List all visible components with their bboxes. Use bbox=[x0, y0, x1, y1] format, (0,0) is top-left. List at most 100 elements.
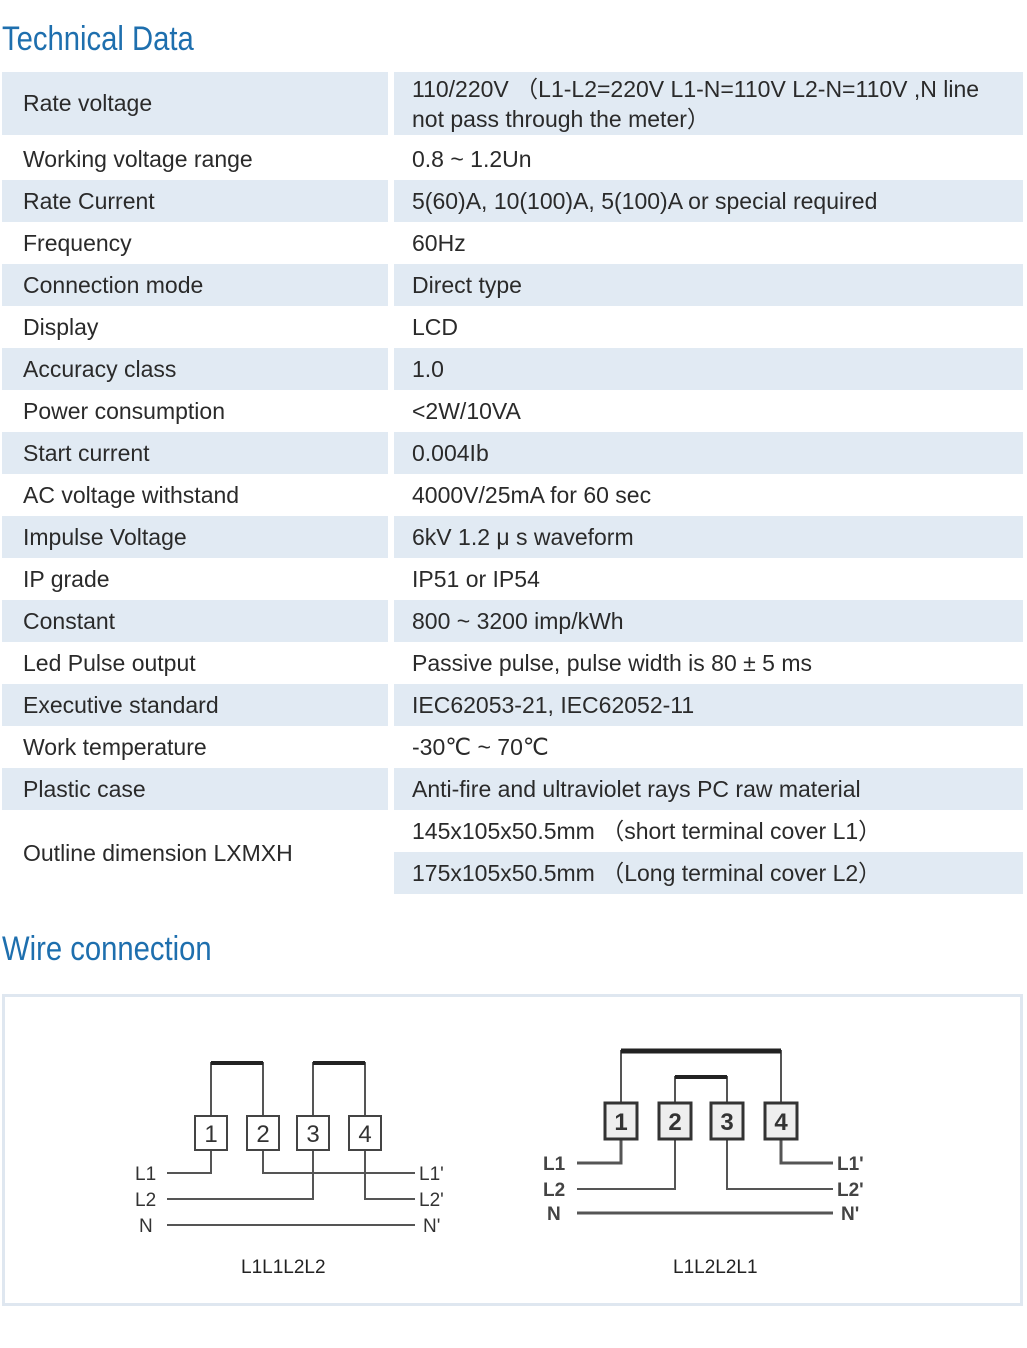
spec-value: Anti-fire and ultraviolet rays PC raw ma… bbox=[394, 768, 1023, 810]
terminal-number: 2 bbox=[256, 1121, 269, 1148]
spec-value: 6kV 1.2 μ s waveform bbox=[394, 516, 1023, 558]
diagram-caption: L1L2L2L1 bbox=[673, 1257, 758, 1278]
spec-label: Work temperature bbox=[23, 733, 207, 760]
spec-value: 800 ~ 3200 imp/kWh bbox=[394, 600, 1023, 642]
spec-value: LCD bbox=[412, 314, 459, 340]
spec-label: Connection mode bbox=[2, 264, 388, 306]
table-row: Accuracy class 1.0 bbox=[2, 348, 1023, 390]
spec-label: Outline dimension LXMXH bbox=[23, 839, 293, 866]
table-row: Connection mode Direct type bbox=[2, 264, 1023, 306]
spec-label: Rate voltage bbox=[2, 72, 388, 135]
table-row: Outline dimension LXMXH 145x105x50.5mm （… bbox=[2, 810, 1023, 896]
terminal-number: 4 bbox=[774, 1109, 788, 1136]
terminal-box bbox=[348, 1115, 382, 1151]
wire-l2-in bbox=[577, 1139, 676, 1190]
table-row: Working voltage range 0.8 ~ 1.2Un bbox=[2, 138, 1023, 180]
table-row: Power consumption <2W/10VA bbox=[2, 390, 1023, 432]
technical-data-title: Technical Data bbox=[2, 20, 194, 58]
spec-label: Impulse Voltage bbox=[2, 516, 388, 558]
input-label: L2 bbox=[135, 1190, 156, 1211]
technical-data-table: Rate voltage 110/220V （L1-L2=220V L1-N=1… bbox=[2, 72, 1023, 896]
table-row: Led Pulse output Passive pulse, pulse wi… bbox=[2, 642, 1023, 684]
output-label: L2' bbox=[837, 1180, 864, 1201]
spec-value: IP51 or IP54 bbox=[412, 566, 540, 592]
terminal-box bbox=[603, 1101, 639, 1141]
wire-l1-out bbox=[779, 1139, 833, 1165]
spec-value: -30℃ ~ 70℃ bbox=[412, 734, 549, 760]
spec-value: 5(60)A, 10(100)A, 5(100)A or special req… bbox=[394, 180, 1023, 222]
terminal-number: 1 bbox=[204, 1121, 217, 1148]
terminal-box bbox=[709, 1101, 745, 1141]
spec-value: <2W/10VA bbox=[412, 398, 521, 424]
spec-value: 110/220V （L1-L2=220V L1-N=110V L2-N=110V… bbox=[394, 72, 1023, 135]
terminal-number: 3 bbox=[720, 1109, 733, 1136]
spec-label: Plastic case bbox=[2, 768, 388, 810]
terminal-box bbox=[763, 1101, 799, 1141]
jumper-wire bbox=[210, 1062, 264, 1116]
spec-value: 0.004Ib bbox=[394, 432, 1023, 474]
output-label: L1' bbox=[837, 1154, 864, 1175]
terminal-box bbox=[296, 1115, 330, 1151]
spec-value: 60Hz bbox=[412, 230, 466, 256]
terminal-box bbox=[657, 1101, 693, 1141]
input-label: N bbox=[547, 1204, 561, 1225]
spec-label: Constant bbox=[2, 600, 388, 642]
spec-value: 175x105x50.5mm （Long terminal cover L2） bbox=[394, 852, 1023, 894]
wire-l1-out bbox=[262, 1150, 415, 1174]
terminal-number: 2 bbox=[668, 1109, 681, 1136]
output-label: N' bbox=[841, 1204, 859, 1225]
spec-value: IEC62053-21, IEC62052-11 bbox=[394, 684, 1023, 726]
jumper-wire bbox=[312, 1062, 366, 1116]
terminal-number: 3 bbox=[306, 1121, 319, 1148]
table-row: Executive standard IEC62053-21, IEC62052… bbox=[2, 684, 1023, 726]
table-row: Work temperature -30℃ ~ 70℃ bbox=[2, 726, 1023, 768]
spec-value: 1.0 bbox=[394, 348, 1023, 390]
spec-label: Accuracy class bbox=[2, 348, 388, 390]
wire-l1-in bbox=[167, 1150, 212, 1174]
jumper-wire bbox=[674, 1076, 728, 1103]
table-row: Start current 0.004Ib bbox=[2, 432, 1023, 474]
spec-label: Display bbox=[23, 313, 99, 340]
terminal-box bbox=[194, 1115, 228, 1151]
table-row: Impulse Voltage 6kV 1.2 μ s waveform bbox=[2, 516, 1023, 558]
wiring-diagram-2: 1 2 3 4 L1 L2 N L1' L2' N' bbox=[543, 1048, 864, 1225]
wire-connection-panel: 1 2 3 4 L1 L2 N L1' L2' N' L1 L1L2 L2 bbox=[2, 994, 1023, 1306]
spec-value: Passive pulse, pulse width is 80 ± 5 ms bbox=[412, 650, 812, 676]
wire-l2-out bbox=[726, 1139, 833, 1190]
spec-label: Power consumption bbox=[23, 397, 225, 424]
input-label: L2 bbox=[543, 1180, 565, 1201]
spec-label: Frequency bbox=[23, 229, 132, 256]
wire-l1-in bbox=[577, 1139, 623, 1165]
spec-value: 4000V/25mA for 60 sec bbox=[412, 482, 652, 508]
table-row: Display LCD bbox=[2, 306, 1023, 348]
output-label: L2' bbox=[419, 1190, 444, 1211]
table-row: IP grade IP51 or IP54 bbox=[2, 558, 1023, 600]
table-row: Rate Current 5(60)A, 10(100)A, 5(100)A o… bbox=[2, 180, 1023, 222]
output-label: N' bbox=[423, 1216, 440, 1237]
table-row: AC voltage withstand 4000V/25mA for 60 s… bbox=[2, 474, 1023, 516]
spec-label: AC voltage withstand bbox=[23, 481, 240, 508]
spec-label: Led Pulse output bbox=[23, 649, 196, 676]
input-label: L1 bbox=[543, 1154, 566, 1175]
spec-value: 0.8 ~ 1.2Un bbox=[412, 146, 532, 172]
table-row: Rate voltage 110/220V （L1-L2=220V L1-N=1… bbox=[2, 72, 1023, 135]
spec-label: IP grade bbox=[23, 565, 110, 592]
terminal-number: 4 bbox=[358, 1121, 371, 1148]
table-row: Constant 800 ~ 3200 imp/kWh bbox=[2, 600, 1023, 642]
spec-label: Rate Current bbox=[2, 180, 388, 222]
terminal-number: 1 bbox=[614, 1109, 627, 1136]
table-row: Plastic case Anti-fire and ultraviolet r… bbox=[2, 768, 1023, 810]
table-row: Frequency 60Hz bbox=[2, 222, 1023, 264]
terminal-box bbox=[246, 1115, 280, 1151]
spec-label: Executive standard bbox=[2, 684, 388, 726]
output-label: L1' bbox=[419, 1164, 444, 1185]
spec-value: 145x105x50.5mm （short terminal cover L1） bbox=[412, 818, 882, 844]
wire-connection-title: Wire connection bbox=[2, 930, 212, 968]
spec-label: Start current bbox=[2, 432, 388, 474]
input-label: N bbox=[139, 1216, 153, 1237]
spec-value: Direct type bbox=[394, 264, 1023, 306]
wiring-diagram-1: 1 2 3 4 L1 L2 N L1' L2' N' bbox=[135, 1061, 444, 1237]
input-label: L1 bbox=[135, 1164, 156, 1185]
wire-l2-out bbox=[364, 1150, 415, 1200]
wire-l2-in bbox=[167, 1150, 314, 1200]
